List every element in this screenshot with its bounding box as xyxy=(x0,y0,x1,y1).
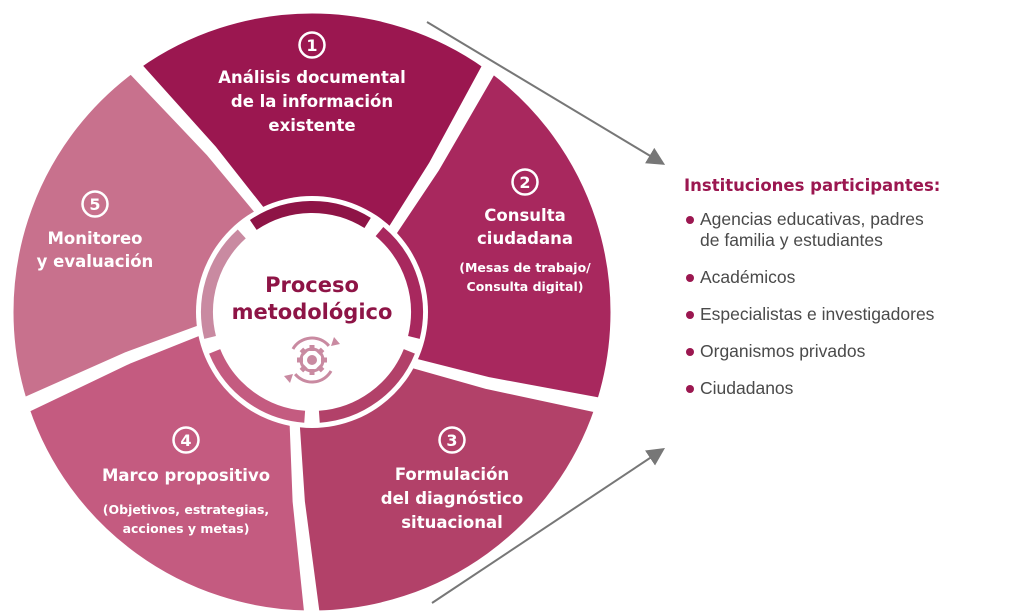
list-item: Académicos xyxy=(684,267,1019,288)
segment-title-line: Formulación xyxy=(395,465,509,484)
step-number: 1 xyxy=(306,36,317,55)
connector-arrows xyxy=(426,21,666,604)
step-number: 2 xyxy=(519,173,530,192)
list-item-text: Agencias educativas, padres de familia y… xyxy=(700,209,924,250)
segment-title-line: Consulta xyxy=(484,206,565,225)
segment-subtitle-line: Consulta digital) xyxy=(467,279,584,294)
segment-title-line: y evaluación xyxy=(37,252,154,271)
list-item-text: Organismos privados xyxy=(700,341,866,361)
ring-arc-5 xyxy=(201,229,246,339)
gear-cycle-icon xyxy=(284,336,340,384)
institutions-list: Agencias educativas, padres de familia y… xyxy=(684,209,1019,399)
segment-subtitle-line: (Objetivos, estrategias, xyxy=(103,502,269,517)
bullet-icon xyxy=(686,216,694,224)
center-block: Proceso metodológico xyxy=(232,273,393,384)
connector-arrow-top xyxy=(426,21,666,165)
list-item-text: Especialistas e investigadores xyxy=(700,304,935,324)
connector-arrow-bottom xyxy=(431,448,665,604)
ring-arc-2 xyxy=(375,226,423,339)
segment-title-line: existente xyxy=(268,116,355,135)
institutions-title: Instituciones participantes: xyxy=(684,176,941,195)
institutions-panel: Instituciones participantes: Agencias ed… xyxy=(684,176,1019,415)
bullet-icon xyxy=(686,348,694,356)
ring-arc-3 xyxy=(318,348,415,423)
step-number-circle xyxy=(298,31,326,59)
step-number: 4 xyxy=(180,431,191,450)
list-item: Organismos privados xyxy=(684,341,1019,362)
bullet-icon xyxy=(686,274,694,282)
segment-subtitle-line: acciones y metas) xyxy=(123,521,250,536)
segment-title-line: Monitoreo xyxy=(47,229,142,248)
step-number-circle xyxy=(511,168,539,196)
segment-subtitle-line: (Mesas de trabajo/ xyxy=(459,260,591,275)
center-title-line-2: metodológico xyxy=(232,300,393,324)
segment-title-line: ciudadana xyxy=(477,229,573,248)
list-item-text: Académicos xyxy=(700,267,796,287)
center-title-line-1: Proceso xyxy=(265,273,359,297)
step-number-circle xyxy=(172,426,200,454)
list-item: Especialistas e investigadores xyxy=(684,304,1019,325)
center-disc xyxy=(196,196,428,428)
step-number-circle xyxy=(438,426,466,454)
step-number: 3 xyxy=(446,431,457,450)
ring-arc-1 xyxy=(249,201,371,230)
segment-title-line: Marco propositivo xyxy=(102,466,270,485)
list-item: Ciudadanos xyxy=(684,378,1019,399)
list-item-text: Ciudadanos xyxy=(700,378,794,398)
segment-title-line: situacional xyxy=(401,513,503,532)
inner-ring xyxy=(196,196,428,428)
step-number-circle xyxy=(81,190,109,218)
ring-arc-4 xyxy=(209,348,306,423)
segment-title-line: Análisis documental xyxy=(218,68,406,87)
list-item: Agencias educativas, padres de familia y… xyxy=(684,209,1019,251)
segment-title-line: de la información xyxy=(231,92,393,111)
bullet-icon xyxy=(686,385,694,393)
step-number: 5 xyxy=(89,195,100,214)
segment-title-line: del diagnóstico xyxy=(381,489,523,508)
segments-layer xyxy=(6,6,618,616)
bullet-icon xyxy=(686,311,694,319)
